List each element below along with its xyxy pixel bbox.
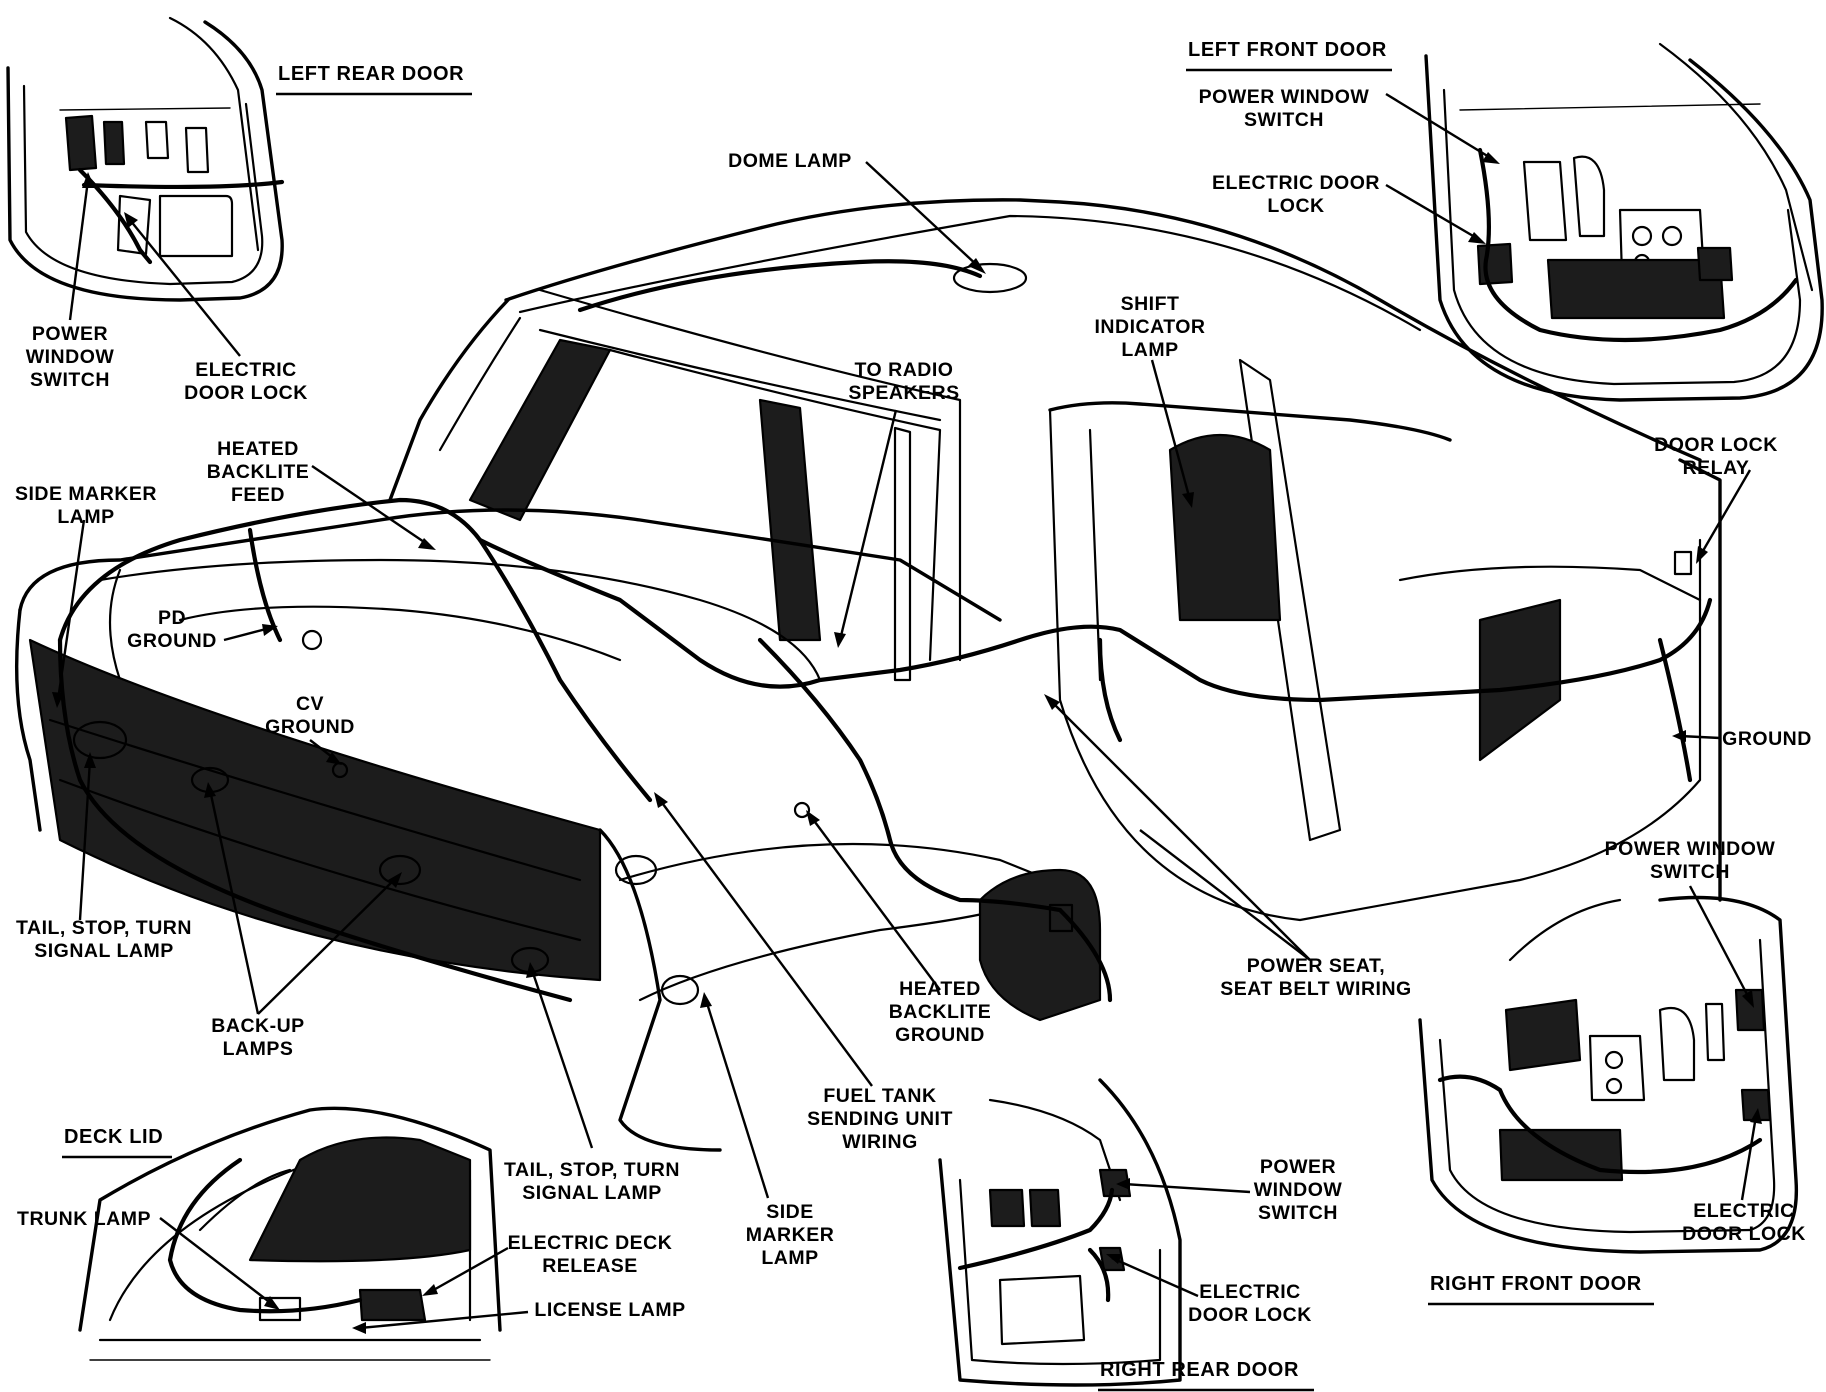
- label-line: SIGNAL LAMP: [522, 1182, 661, 1204]
- label-line: LAMP: [1121, 339, 1178, 361]
- label-line: ELECTRIC DOOR: [1212, 172, 1380, 194]
- label-line: HEATED: [217, 438, 299, 460]
- label-line: SIGNAL LAMP: [34, 940, 173, 962]
- label-line: INDICATOR: [1094, 316, 1205, 338]
- title-left-rear-door: LEFT REAR DOOR: [278, 63, 464, 85]
- label-line: WIRING: [842, 1131, 918, 1153]
- label-line: MARKER: [746, 1224, 835, 1246]
- label-line: SPEAKERS: [848, 382, 959, 404]
- label-line: LOCK: [1267, 195, 1324, 217]
- label-line: TAIL, STOP, TURN: [504, 1159, 680, 1181]
- left-front-door-drawing: [1424, 42, 1824, 402]
- label-line: BACKLITE: [889, 1001, 992, 1023]
- label-power-seat-belt: POWER SEAT,SEAT BELT WIRING: [1220, 955, 1411, 1000]
- left-rear-door-drawing: [6, 16, 285, 302]
- label-line: BACK-UP: [211, 1015, 304, 1037]
- title-right-rear-door: RIGHT REAR DOOR: [1100, 1359, 1299, 1381]
- label-line: SWITCH: [1650, 861, 1730, 883]
- label-line: POWER SEAT,: [1247, 955, 1385, 977]
- label-line: DOOR LOCK: [1188, 1304, 1312, 1326]
- label-line: SIDE MARKER: [15, 483, 157, 505]
- label-line: ELECTRIC: [1693, 1200, 1795, 1222]
- label-line: RELEASE: [542, 1255, 638, 1277]
- label-line: TAIL, STOP, TURN: [16, 917, 192, 939]
- label-line: GROUND: [265, 716, 355, 738]
- label-line: DOOR LOCK: [184, 382, 308, 404]
- label-line: WINDOW: [1254, 1179, 1343, 1201]
- label-license-lamp: LICENSE LAMP: [534, 1299, 685, 1321]
- label-line: DOOR LOCK: [1654, 434, 1778, 456]
- label-line: ELECTRIC DECK: [508, 1232, 673, 1254]
- label-line: SWITCH: [30, 369, 110, 391]
- label-line: POWER WINDOW: [1605, 838, 1776, 860]
- label-ground: GROUND: [1722, 728, 1812, 750]
- label-line: POWER: [1260, 1156, 1336, 1178]
- label-line: FUEL TANK: [823, 1085, 936, 1107]
- label-line: POWER: [32, 323, 108, 345]
- label-line: SIDE: [766, 1201, 814, 1223]
- label-line: SEAT BELT WIRING: [1220, 978, 1411, 1000]
- leader-lines: [52, 92, 1762, 1334]
- right-front-door-drawing: [1418, 895, 1799, 1254]
- label-line: SWITCH: [1258, 1202, 1338, 1224]
- label-line: BACKLITE: [207, 461, 310, 483]
- label-line: ELECTRIC: [195, 359, 297, 381]
- label-line: SENDING UNIT: [807, 1108, 953, 1130]
- label-line: DOOR LOCK: [1682, 1223, 1806, 1245]
- label-line: PD: [158, 607, 186, 629]
- label-trunk-lamp: TRUNK LAMP: [17, 1208, 151, 1230]
- title-deck-lid: DECK LID: [64, 1126, 163, 1148]
- labels: LEFT REAR DOOR LEFT FRONT DOOR DECK LID …: [15, 39, 1812, 1392]
- label-line: TRUNK LAMP: [17, 1208, 151, 1230]
- label-line: GROUND: [1722, 728, 1812, 750]
- title-right-front-door: RIGHT FRONT DOOR: [1430, 1273, 1642, 1295]
- label-line: LAMP: [57, 506, 114, 528]
- deck-lid-drawing: [78, 1106, 502, 1361]
- label-line: SHIFT: [1121, 293, 1180, 315]
- label-line: ELECTRIC: [1199, 1281, 1301, 1303]
- label-line: RELAY: [1683, 457, 1750, 479]
- label-line: GROUND: [895, 1024, 985, 1046]
- label-line: FEED: [231, 484, 285, 506]
- label-line: WINDOW: [26, 346, 115, 368]
- label-line: GROUND: [127, 630, 217, 652]
- label-line: SWITCH: [1244, 109, 1324, 131]
- artwork: [6, 16, 1824, 1387]
- label-dome-lamp: DOME LAMP: [728, 150, 852, 172]
- right-rear-door-drawing: [938, 1078, 1182, 1387]
- label-line: LICENSE LAMP: [534, 1299, 685, 1321]
- label-line: POWER WINDOW: [1199, 86, 1370, 108]
- label-line: LAMP: [761, 1247, 818, 1269]
- label-line: TO RADIO: [855, 359, 954, 381]
- car-body-drawing: [14, 198, 1722, 1152]
- label-line: LAMPS: [223, 1038, 294, 1060]
- label-line: HEATED: [899, 978, 981, 1000]
- label-line: DOME LAMP: [728, 150, 852, 172]
- title-left-front-door: LEFT FRONT DOOR: [1188, 39, 1387, 61]
- label-line: CV: [296, 693, 324, 715]
